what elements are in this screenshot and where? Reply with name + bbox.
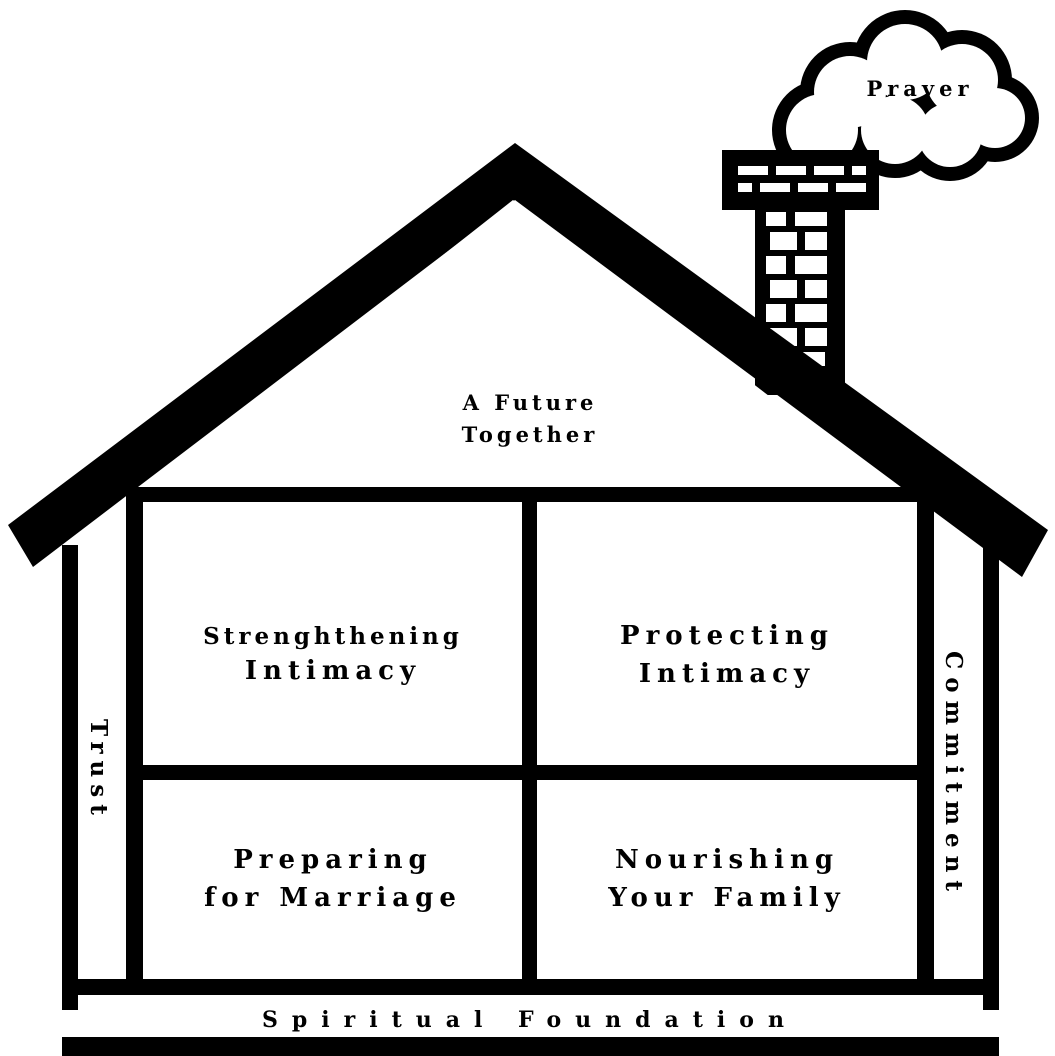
preparing-for-marriage-room: Preparing for Marriage — [143, 842, 523, 917]
protect-line-1: Protecting — [620, 621, 834, 651]
house-walls — [62, 487, 999, 1056]
trust-pillar-label: Trust — [85, 718, 112, 822]
commitment-pillar-label: Commitment — [940, 651, 967, 899]
protect-line-2: Intimacy — [638, 658, 816, 689]
strength-line-1: Strenghthening — [203, 623, 463, 650]
protecting-intimacy-room: Protecting Intimacy — [537, 618, 917, 693]
future-line-1: A Future — [462, 390, 598, 415]
nourishing-your-family-room: Nourishing Your Family — [537, 842, 917, 917]
strengthening-intimacy-room: Strenghthening Intimacy — [143, 620, 523, 691]
roof-icon — [8, 143, 1048, 577]
nourish-line-1: Nourishing — [614, 845, 840, 875]
nourish-line-2: Your Family — [608, 882, 846, 913]
prepare-line-2: for Marriage — [204, 882, 462, 913]
spiritual-foundation-label: Spiritual Foundation — [262, 1007, 798, 1033]
prepare-line-1: Preparing — [233, 845, 433, 875]
prayer-label: Prayer — [866, 76, 974, 101]
future-together-label: A Future Together — [380, 387, 680, 450]
future-line-2: Together — [461, 421, 599, 447]
strength-line-2: Intimacy — [244, 656, 422, 687]
